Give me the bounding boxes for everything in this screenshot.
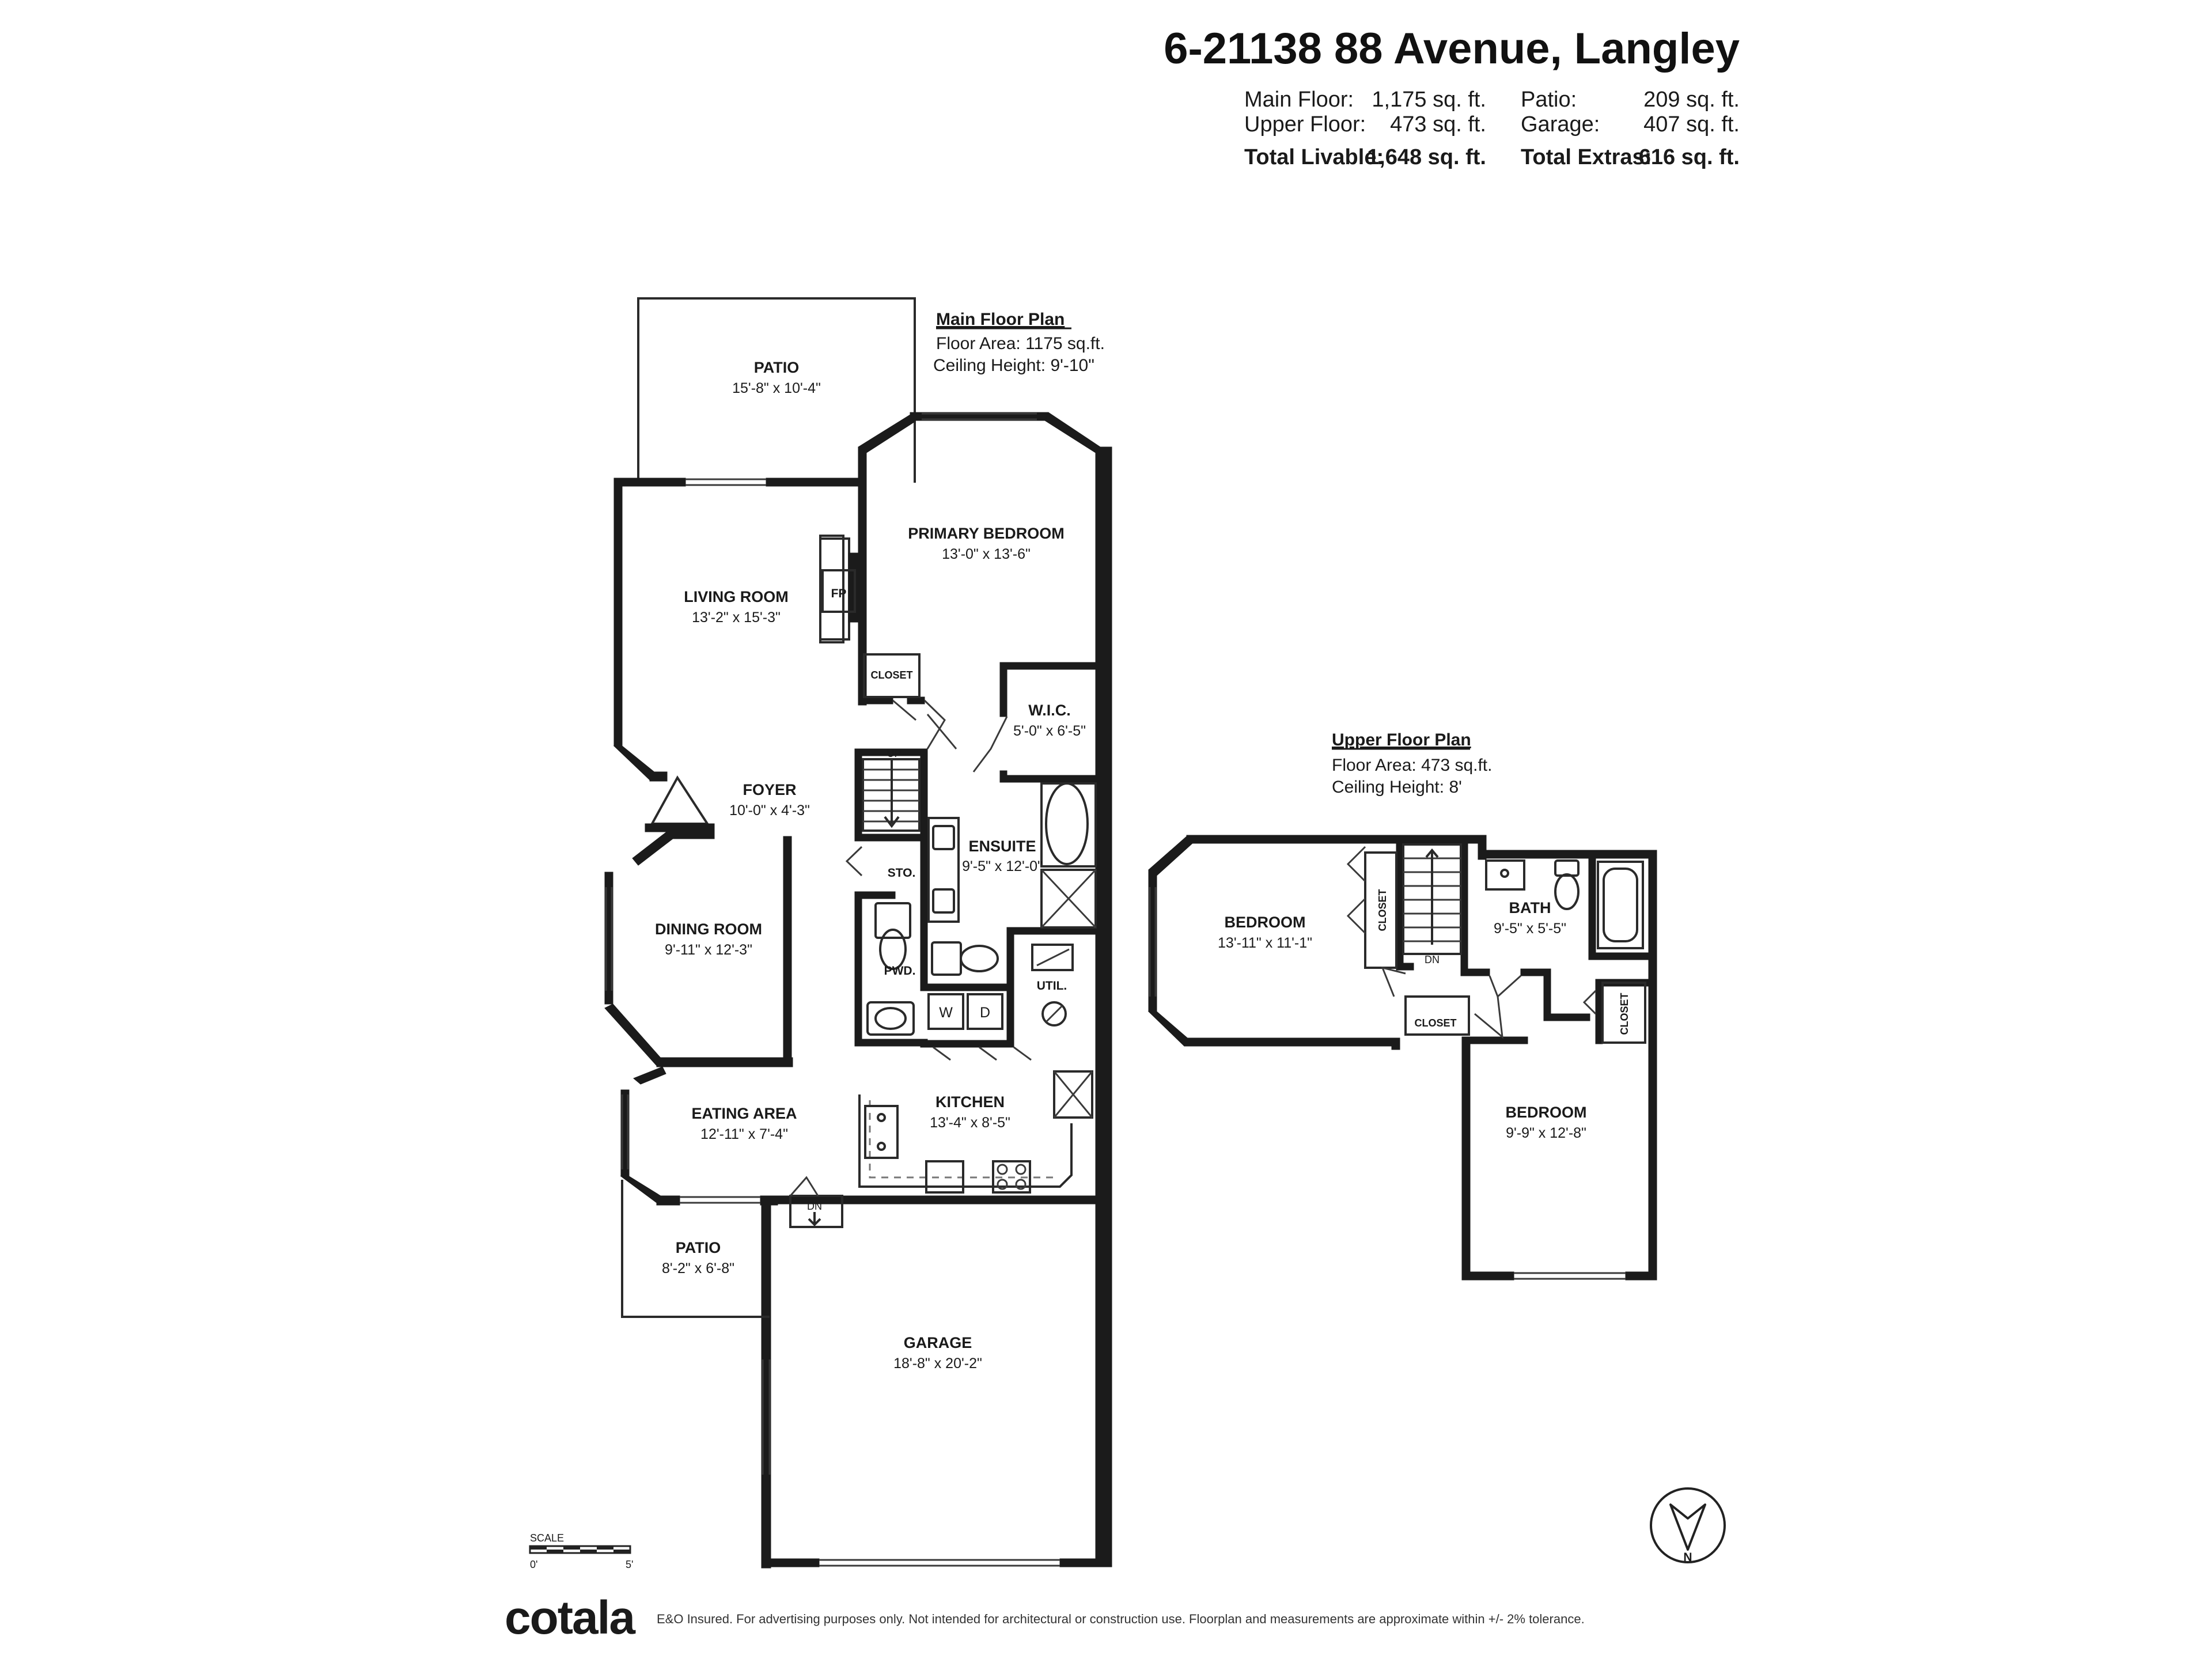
fireplace: FP	[819, 535, 861, 643]
primary-bedroom-name: PRIMARY BEDROOM	[908, 525, 1065, 542]
wic-name: W.I.C.	[1028, 702, 1071, 719]
upper-plan-title: Upper Floor Plan	[1332, 730, 1471, 749]
bath-fixtures	[1485, 859, 1644, 998]
eating-area-name: EATING AREA	[691, 1105, 797, 1122]
main-plan-info: Main Floor Plan Floor Area: 1175 sq.ft. …	[933, 310, 1105, 375]
kitchen-dims: 13'-4" x 8'-5"	[930, 1115, 1010, 1131]
patio-bottom-outline	[621, 1180, 770, 1318]
garage-stairs-dn-label: DN	[807, 1200, 822, 1212]
laundry-util: W D UTIL.	[927, 944, 1074, 1061]
scale-label: SCALE	[530, 1532, 564, 1544]
bedroom-2-name: BEDROOM	[1506, 1104, 1587, 1121]
scale-bar: SCALE 0' 5'	[529, 1532, 633, 1570]
upper-stairs: DN	[1402, 843, 1462, 965]
disclaimer-text: E&O Insured. For advertising purposes on…	[657, 1612, 1585, 1626]
patio-top-dims: 15'-8" x 10'-4"	[732, 380, 821, 396]
upper-stairs-dn-label: DN	[1425, 954, 1440, 965]
dining-room-dims: 9'-11" x 12'-3"	[665, 942, 752, 958]
patio-total-value: 209 sq. ft.	[1643, 88, 1740, 112]
eating-area-dims: 12'-11" x 7'-4"	[700, 1126, 788, 1142]
stairs-up-label: UP	[887, 748, 901, 759]
main-floor-windows	[605, 412, 1060, 1567]
scale-start: 0'	[530, 1559, 537, 1570]
main-plan-ceiling-height: Ceiling Height: 9'-10"	[933, 356, 1094, 375]
garage-total-label: Garage:	[1521, 112, 1600, 137]
dining-room-name: DINING ROOM	[655, 921, 762, 938]
primary-bedroom-dims: 13'-0" x 13'-6"	[942, 546, 1031, 562]
upper-closet-c-label: CLOSET	[1619, 993, 1630, 1035]
main-plan-floor-area: Floor Area: 1175 sq.ft.	[936, 334, 1105, 353]
total-livable-label: Total Livable:	[1244, 145, 1384, 169]
stairs-up: UP	[862, 748, 921, 832]
closet-label-main: CLOSET	[870, 669, 912, 681]
powder-room-label: PWD.	[884, 964, 916, 978]
front-door	[645, 775, 715, 832]
bath-name: BATH	[1509, 899, 1551, 916]
upper-closet-b-label: CLOSET	[1414, 1017, 1456, 1029]
storage-label: STO.	[888, 866, 916, 880]
upper-plan-info: Upper Floor Plan Floor Area: 473 sq.ft. …	[1332, 730, 1492, 797]
dryer-label: D	[980, 1005, 990, 1021]
ensuite-fixtures	[926, 714, 1097, 976]
scale-end: 5'	[626, 1559, 633, 1570]
main-floor-interior-walls	[854, 656, 1100, 1048]
powder-room: PWD.	[866, 902, 916, 1036]
kitchen-fixtures	[858, 1070, 1093, 1194]
main-floor-room-labels: PATIO 15'-8" x 10'-4" PRIMARY BEDROOM 13…	[655, 359, 1086, 1372]
bedroom-2-dims: 9'-9" x 12'-8"	[1506, 1125, 1586, 1141]
garage-name: GARAGE	[904, 1334, 972, 1351]
stairs-down-garage: DN	[789, 1176, 843, 1228]
upper-plan-floor-area: Floor Area: 473 sq.ft.	[1332, 756, 1492, 775]
patio-bottom-dims: 8'-2" x 6'-8"	[662, 1260, 734, 1277]
wic-dims: 5'-0" x 6'-5"	[1013, 723, 1086, 739]
kitchen-name: KITCHEN	[935, 1093, 1005, 1111]
foyer-dims: 10'-0" x 4'-3"	[729, 802, 810, 819]
main-floor-value: 1,175 sq. ft.	[1372, 88, 1486, 112]
patio-top-outline	[637, 297, 916, 483]
upper-plan-ceiling-height: Ceiling Height: 8'	[1332, 778, 1462, 797]
total-livable-value: 1,648 sq. ft.	[1367, 145, 1486, 169]
living-room-dims: 13'-2" x 15'-3"	[692, 609, 781, 626]
cotala-logo: cotala	[505, 1592, 636, 1644]
util-label: UTIL.	[1037, 979, 1067, 993]
upper-floor-windows	[1149, 887, 1626, 1280]
living-closet: CLOSET	[863, 653, 946, 749]
ensuite-dims: 9'-5" x 12'-0"	[962, 858, 1043, 874]
upper-floor-label: Upper Floor:	[1244, 112, 1366, 137]
patio-bottom-name: PATIO	[676, 1239, 721, 1256]
compass-north-letter: N	[1683, 1551, 1692, 1564]
washer-label: W	[939, 1005, 953, 1021]
header: 6-21138 88 Avenue, Langley Main Floor: 1…	[1164, 24, 1740, 169]
fireplace-label: FP	[831, 587, 847, 600]
upper-closet-a-label: CLOSET	[1377, 889, 1388, 931]
garage-dims: 18'-8" x 20'-2"	[893, 1355, 982, 1372]
bedroom-1-name: BEDROOM	[1225, 914, 1306, 931]
storage: STO.	[845, 846, 916, 880]
bath-dims: 9'-5" x 5'-5"	[1494, 921, 1566, 937]
main-floor-label: Main Floor:	[1244, 88, 1354, 112]
upper-floor-plan: CLOSET CLOSET CLOSET DN	[1147, 730, 1657, 1281]
foyer-name: FOYER	[743, 781, 796, 798]
garage-total-value: 407 sq. ft.	[1643, 112, 1740, 137]
upper-floor-value: 473 sq. ft.	[1390, 112, 1486, 137]
total-extras-value: 616 sq. ft.	[1639, 145, 1740, 169]
bedroom-1-dims: 13'-11" x 11'-1"	[1218, 935, 1312, 951]
upper-floor-walls	[1147, 835, 1657, 1281]
main-plan-title: Main Floor Plan	[936, 310, 1065, 329]
upper-closets: CLOSET CLOSET CLOSET	[1346, 846, 1646, 1044]
upper-floor-room-labels: BEDROOM 13'-11" x 11'-1" BATH 9'-5" x 5'…	[1218, 899, 1586, 1141]
patio-total-label: Patio:	[1521, 88, 1577, 112]
main-floor-plan: FP CLOSET UP STO.	[604, 297, 1112, 1569]
patio-top-name: PATIO	[754, 359, 800, 376]
footer: cotala E&O Insured. For advertising purp…	[505, 1592, 1585, 1644]
ensuite-name: ENSUITE	[968, 838, 1036, 855]
living-room-name: LIVING ROOM	[684, 588, 789, 605]
total-extras-label: Total Extras:	[1521, 145, 1652, 169]
compass-icon: N	[1650, 1487, 1726, 1564]
property-address: 6-21138 88 Avenue, Langley	[1164, 24, 1740, 73]
